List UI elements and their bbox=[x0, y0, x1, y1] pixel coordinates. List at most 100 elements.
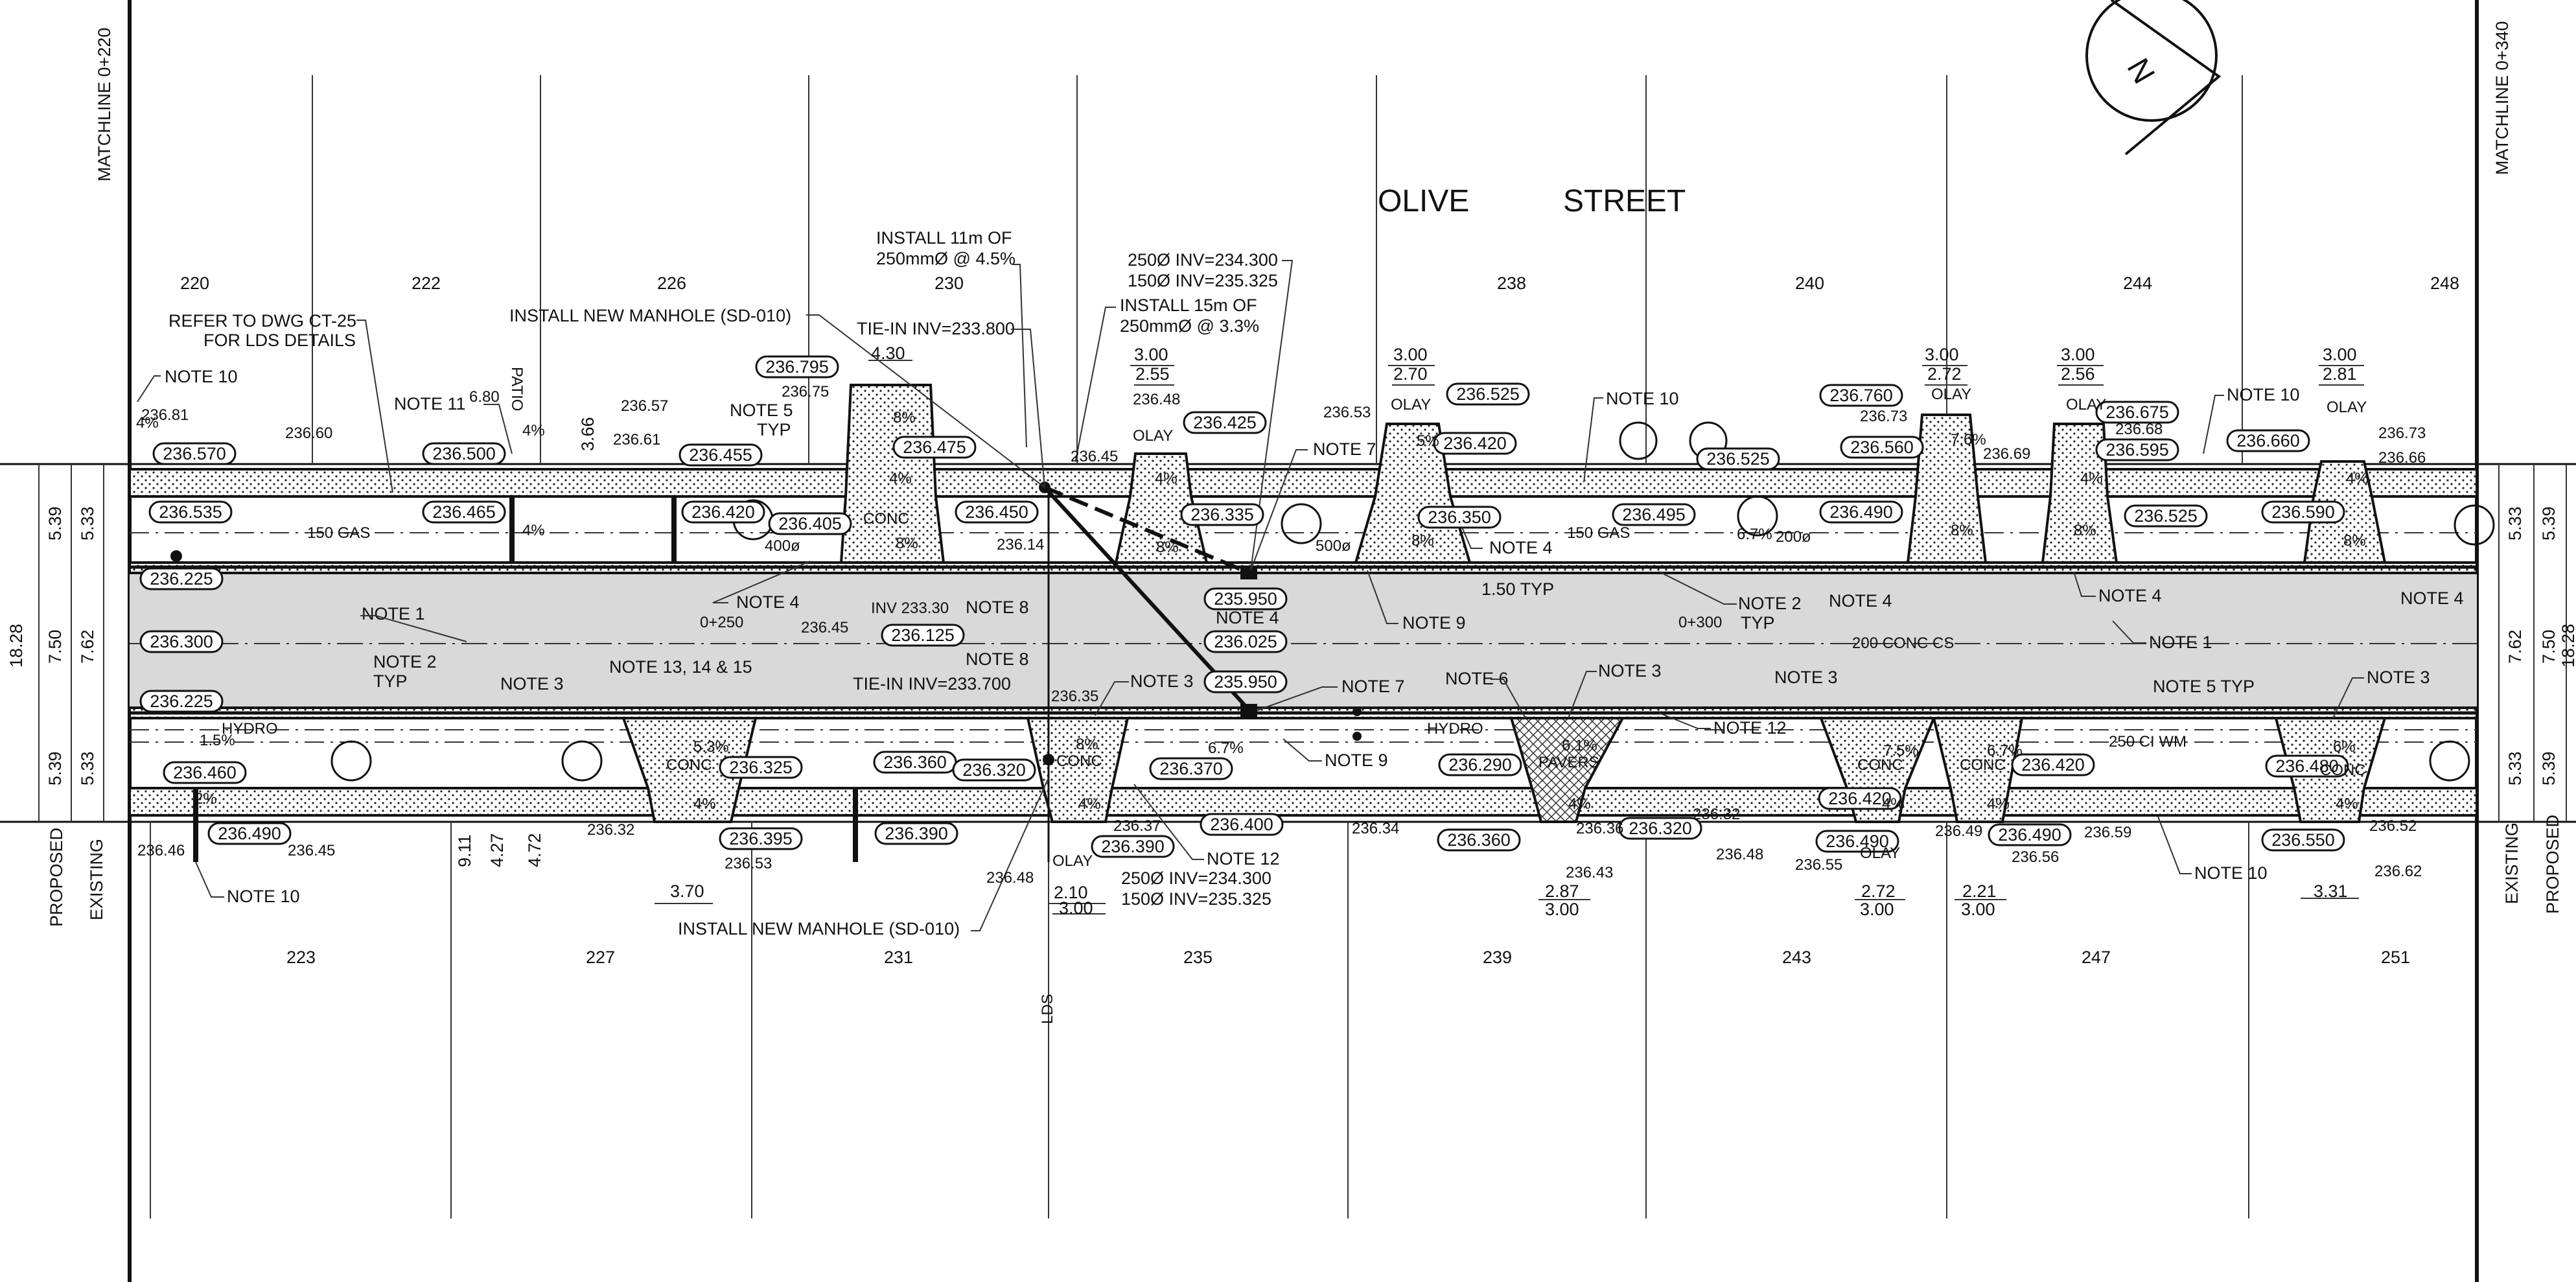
note-9-callout: NOTE 9 bbox=[1325, 751, 1388, 770]
proposed-elevation: 236.525 bbox=[2134, 506, 2198, 526]
proposed-elevation: 236.525 bbox=[1456, 384, 1520, 404]
callouts: REFER TO DWG CT-25 FOR LDS DETAILS INSTA… bbox=[165, 228, 2464, 938]
proposed-elevation: 236.465 bbox=[432, 502, 496, 522]
proposed-elevation: 236.325 bbox=[729, 758, 793, 777]
dim-value: 3.00 bbox=[1860, 900, 1894, 919]
lot-number: 235 bbox=[1183, 948, 1213, 967]
slope: 8% bbox=[2074, 522, 2096, 539]
proposed-elevation: 236.320 bbox=[962, 760, 1026, 780]
elevation-pill bbox=[1438, 753, 1522, 776]
elevation-pill bbox=[1618, 817, 1702, 840]
slope: 8% bbox=[1076, 736, 1098, 753]
existing-elevation: 236.49 bbox=[1935, 822, 1982, 840]
note-13-callout: NOTE 13, 14 & 15 bbox=[609, 657, 752, 677]
elevation-pill bbox=[1818, 787, 1902, 810]
note-3-callout: NOTE 3 bbox=[2367, 668, 2430, 687]
elevation-pill bbox=[1446, 382, 1530, 406]
utility-labels: 150 GAS 150 GAS 200 CONC CS 250 CI WM HY… bbox=[222, 524, 2187, 1024]
proposed-elevation: 236.660 bbox=[2236, 431, 2300, 450]
dim-value: 3.00 bbox=[2061, 345, 2095, 364]
olay-label: OLAY bbox=[1052, 852, 1093, 870]
note-5-typ-callout: NOTE 5 TYP bbox=[2153, 677, 2255, 696]
elevation-pill bbox=[1840, 436, 1924, 459]
dim-value: 7.50 bbox=[2539, 629, 2559, 664]
slope: 4% bbox=[693, 795, 716, 813]
proposed-elevation: 236.390 bbox=[1101, 837, 1165, 856]
dim-value: 7.62 bbox=[2505, 629, 2525, 664]
note-12-callout: NOTE 12 bbox=[1207, 849, 1280, 868]
slope: 7.6% bbox=[1951, 431, 1986, 449]
elevation-pill bbox=[148, 500, 233, 524]
slope: 8% bbox=[893, 409, 916, 426]
elevation-pill bbox=[679, 443, 763, 467]
existing-elevation: 236.73 bbox=[2378, 425, 2426, 442]
existing-elevation: 236.73 bbox=[1860, 408, 1907, 425]
dim-value: 5.39 bbox=[2539, 506, 2559, 541]
dim-value: 3.00 bbox=[1925, 345, 1959, 364]
proposed-elevation: 236.300 bbox=[150, 632, 213, 651]
road-pavement bbox=[130, 572, 2477, 713]
lot-number: 248 bbox=[2430, 274, 2459, 293]
lot-number: 223 bbox=[286, 948, 316, 967]
proposed-elevation: 236.535 bbox=[159, 502, 222, 522]
dim-value: 5.39 bbox=[45, 751, 65, 786]
lot-number: 244 bbox=[2123, 274, 2152, 293]
elevation-pill bbox=[139, 690, 224, 713]
proposed-elevation: 236.495 bbox=[1622, 505, 1686, 524]
existing-elevation: 236.43 bbox=[1566, 864, 1613, 881]
existing-elevation: 236.81 bbox=[141, 406, 189, 424]
proposed-elevation: 236.350 bbox=[1428, 507, 1491, 527]
lot-lines bbox=[150, 75, 2249, 1218]
elevation-pill bbox=[1183, 411, 1267, 434]
install-11m-line2: 250mmØ @ 4.5% bbox=[876, 249, 1015, 268]
matchline-left: MATCHLINE 0+220 bbox=[95, 28, 114, 181]
olay-label: OLAY bbox=[2066, 396, 2106, 414]
proposed-elevation: 236.225 bbox=[150, 692, 213, 711]
tree-size: 400ø bbox=[765, 537, 800, 555]
elevation-pill bbox=[2011, 753, 2095, 776]
proposed-elevation: 236.675 bbox=[2106, 402, 2169, 422]
proposed-elevation: 236.490 bbox=[1826, 832, 1889, 851]
dim-value: 3.00 bbox=[1134, 345, 1168, 364]
pavers-label: PAVERS bbox=[1538, 754, 1599, 771]
slope: 8% bbox=[1951, 522, 1973, 539]
proposed-elevation: 236.595 bbox=[2106, 440, 2169, 460]
note-10-callout: NOTE 10 bbox=[1606, 389, 1679, 408]
dim-value: 3.00 bbox=[2323, 345, 2357, 364]
elevation-pill bbox=[139, 567, 224, 590]
existing-elevation: 236.37 bbox=[1113, 817, 1161, 835]
slope: 8% bbox=[1156, 539, 1179, 556]
tie-in-bottom: TIE-IN INV=233.700 bbox=[853, 674, 1011, 693]
dim-value: 2.55 bbox=[1135, 364, 1170, 384]
proposed-elevation: 236.490 bbox=[1829, 502, 1893, 522]
note-10-callout: NOTE 10 bbox=[2194, 863, 2268, 883]
utility-lines bbox=[130, 532, 2477, 743]
lot-number: 239 bbox=[1483, 948, 1512, 967]
proposed-elevation: 236.450 bbox=[965, 502, 1028, 522]
note-5-typ: TYP bbox=[757, 420, 791, 439]
note-2-callout: NOTE 2 bbox=[1738, 594, 1802, 613]
elevation-pill bbox=[755, 355, 839, 379]
slope: 6.7% bbox=[1208, 740, 1244, 757]
elevation-pill bbox=[1417, 506, 1502, 529]
dim-value: 2.21 bbox=[1962, 881, 1997, 901]
proposed-elevation: 236.420 bbox=[691, 502, 755, 522]
slope: 4% bbox=[1155, 470, 1178, 487]
dim-value: 18.28 bbox=[2559, 624, 2576, 668]
elevation-pill bbox=[1696, 447, 1780, 471]
proposed-elevation: 236.420 bbox=[1828, 789, 1892, 808]
dim-value: 2.10 bbox=[1054, 883, 1088, 902]
proposed-elevation: 236.500 bbox=[432, 444, 496, 463]
proposed-elevation: 236.400 bbox=[1210, 815, 1273, 834]
elevation-pill bbox=[1203, 670, 1288, 693]
dim-value: 2.70 bbox=[1393, 364, 1428, 384]
elevation-pill bbox=[1819, 500, 1903, 524]
proposed-elevation: 236.370 bbox=[1159, 759, 1223, 778]
slope: 1.5% bbox=[200, 732, 235, 749]
existing-elevation: 236.57 bbox=[621, 397, 668, 415]
elevation-pill bbox=[2095, 401, 2179, 424]
proposed-elevation: 236.560 bbox=[1850, 437, 1914, 457]
elevation-pill bbox=[207, 822, 292, 845]
olay-label: OLAY bbox=[1860, 845, 1900, 862]
